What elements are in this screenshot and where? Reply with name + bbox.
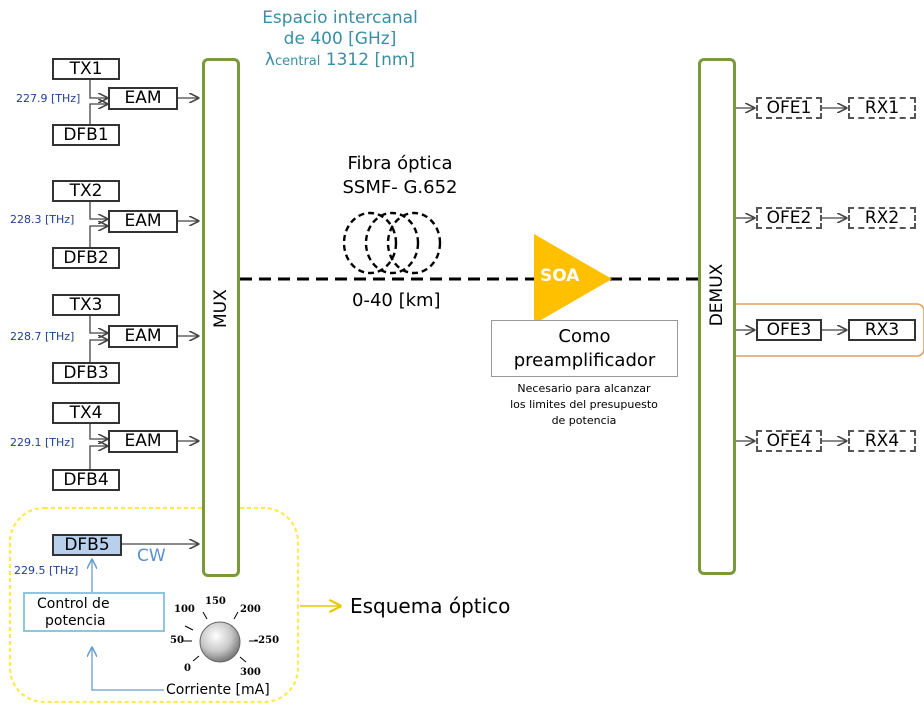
header-wavelength: λcentral 1312 [nm] — [240, 50, 440, 72]
soa-note-line2: los limites del presupuesto — [510, 398, 658, 411]
tx2-box: TX2 — [52, 180, 120, 202]
mux-label: MUX — [211, 289, 231, 328]
current-knob — [183, 611, 258, 663]
lambda-subscript: central — [274, 54, 321, 69]
tx2-frequency: 228.3 [THz] — [10, 213, 75, 226]
knob-tick-100: 100 — [174, 604, 195, 615]
rx1-box: RX1 — [848, 97, 916, 119]
knob-tick-150: 150 — [205, 596, 226, 607]
tx4-frequency: 229.1 [THz] — [10, 436, 75, 449]
rx2-box: RX2 — [848, 207, 916, 229]
soa-note: Necesario para alcanzar los limites del … — [478, 381, 690, 429]
header-line2: de 400 [GHz] — [283, 29, 397, 49]
fiber-line1: Fibra óptica — [347, 153, 453, 174]
dfb3-box: DFB3 — [52, 362, 120, 384]
lambda-symbol: λ — [264, 50, 275, 70]
demux-rail — [698, 58, 736, 575]
eam4-box: EAM — [108, 430, 178, 453]
power-control-box: Control de potencia — [23, 592, 165, 632]
power-control-line2: potencia — [45, 613, 106, 629]
tx3-box: TX3 — [52, 294, 120, 316]
header-spacing: Espacio intercanal de 400 [GHz] λcentral… — [240, 8, 440, 72]
ofe2-box: OFE2 — [756, 207, 822, 229]
cw-label: CW — [137, 546, 166, 566]
dfb1-box: DFB1 — [52, 124, 120, 146]
fiber-distance: 0-40 [km] — [352, 290, 441, 311]
ofe4-box: OFE4 — [756, 430, 822, 452]
knob-tick-250: -250 — [254, 635, 280, 646]
eam2-box: EAM — [108, 210, 178, 233]
eam3-box: EAM — [108, 325, 178, 348]
soa-role-line2: preamplificador — [513, 350, 656, 371]
lambda-value: 1312 [nm] — [325, 50, 416, 70]
tx1-frequency: 227.9 [THz] — [16, 92, 81, 105]
demux-label: DEMUX — [707, 263, 727, 327]
eam1-box: EAM — [108, 87, 178, 110]
fiber-line2: SSMF- G.652 — [342, 177, 458, 198]
dfb2-box: DFB2 — [52, 247, 120, 269]
knob-tick-300: 300 — [240, 667, 261, 678]
soa-label: SOA — [540, 266, 580, 286]
soa-amplifier-shape — [534, 234, 612, 324]
tx3-frequency: 228.7 [THz] — [10, 330, 75, 343]
dfb5-frequency: 229.5 [THz] — [14, 564, 79, 577]
rx3-box: RX3 — [848, 319, 916, 341]
knob-current-label: Corriente [mA] — [166, 682, 270, 698]
fiber-title: Fibra óptica SSMF- G.652 — [330, 152, 470, 200]
knob-tick-200: 200 — [240, 604, 261, 615]
tx1-box: TX1 — [52, 58, 120, 80]
knob-tick-0: 0 — [184, 663, 191, 674]
soa-role-line1: Como — [558, 326, 611, 347]
esquema-optico-label: Esquema óptico — [350, 594, 511, 618]
mux-rail — [202, 58, 240, 577]
knob-tick-50: 50 — [170, 635, 184, 646]
soa-note-line3: de potencia — [551, 414, 617, 427]
header-line1: Espacio intercanal — [262, 8, 418, 28]
dfb5-box: DFB5 — [52, 534, 122, 556]
dfb4-box: DFB4 — [52, 469, 120, 491]
rx4-box: RX4 — [848, 430, 916, 452]
ofe1-box: OFE1 — [756, 97, 822, 119]
power-control-line1: Control de — [37, 596, 110, 612]
ofe3-box: OFE3 — [756, 319, 822, 341]
soa-role-box: Como preamplificador — [491, 320, 678, 377]
soa-note-line1: Necesario para alcanzar — [517, 382, 651, 395]
tx4-box: TX4 — [52, 402, 120, 424]
control-region-outline — [8, 506, 300, 704]
